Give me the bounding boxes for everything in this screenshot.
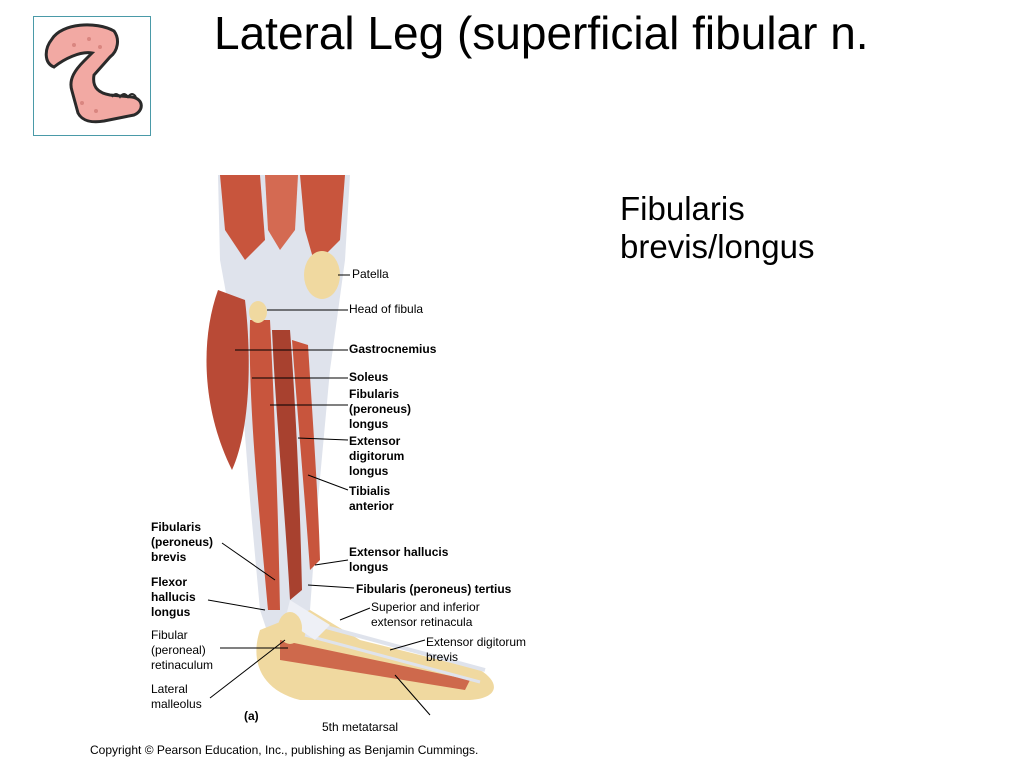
label-fibularis-brevis-2: (peroneus) xyxy=(151,535,214,549)
label-flexor-hallucis-2: hallucis xyxy=(151,590,196,604)
note-line: brevis/longus xyxy=(620,228,815,265)
label-tibialis-anterior-2: anterior xyxy=(349,499,394,513)
note-text: Fibularis brevis/longus xyxy=(620,190,814,266)
label-head-of-fibula: Head of fibula xyxy=(349,302,424,316)
label-patella: Patella xyxy=(352,267,389,281)
label-flexor-hallucis-1: Flexor xyxy=(151,575,188,589)
label-fibularis-longus-3: longus xyxy=(349,417,389,431)
label-panel-a: (a) xyxy=(244,709,259,723)
label-flexor-hallucis-3: longus xyxy=(151,605,191,619)
label-gastrocnemius: Gastrocnemius xyxy=(349,342,437,356)
label-extensor-hallucis-1: Extensor hallucis xyxy=(349,545,449,559)
label-extensor-digitorum-2: digitorum xyxy=(349,449,405,463)
label-fibular-retinaculum-3: retinaculum xyxy=(151,658,214,672)
label-fibular-retinaculum-2: (peroneal) xyxy=(151,643,206,657)
leg-anatomy-drawing xyxy=(206,175,494,716)
label-fibularis-tertius: Fibularis (peroneus) tertius xyxy=(356,582,512,596)
label-fibularis-brevis-3: brevis xyxy=(151,550,187,564)
note-line: Fibularis xyxy=(620,190,745,227)
label-lateral-malleolus-1: Lateral xyxy=(151,682,188,696)
label-extensor-digitorum-3: longus xyxy=(349,464,389,478)
label-fibularis-longus-2: (peroneus) xyxy=(349,402,412,416)
label-5th-metatarsal: 5th metatarsal xyxy=(322,720,399,734)
label-extensor-digitorum-1: Extensor xyxy=(349,434,401,448)
copyright-text: Copyright © Pearson Education, Inc., pub… xyxy=(90,743,479,757)
label-extensor-digitorum-brevis-2: brevis xyxy=(426,650,459,664)
label-lateral-malleolus-2: malleolus xyxy=(151,697,202,711)
label-extensor-hallucis-2: longus xyxy=(349,560,389,574)
slide-title: Lateral Leg (superficial fibular n. xyxy=(214,7,869,59)
label-soleus: Soleus xyxy=(349,370,389,384)
label-fibular-retinaculum-1: Fibular xyxy=(151,628,188,642)
label-retinacula-1: Superior and inferior xyxy=(371,600,480,614)
label-extensor-digitorum-brevis-1: Extensor digitorum xyxy=(426,635,527,649)
label-retinacula-2: extensor retinacula xyxy=(371,615,473,629)
lateral-leg-illustration: Patella Head of fibula Gastrocnemius Sol… xyxy=(140,170,560,740)
label-tibialis-anterior-1: Tibialis xyxy=(349,484,391,498)
label-fibularis-brevis-1: Fibularis xyxy=(151,520,202,534)
leg-thumbnail xyxy=(33,16,151,136)
leg-silhouette-icon xyxy=(44,23,143,124)
label-fibularis-longus-1: Fibularis xyxy=(349,387,400,401)
